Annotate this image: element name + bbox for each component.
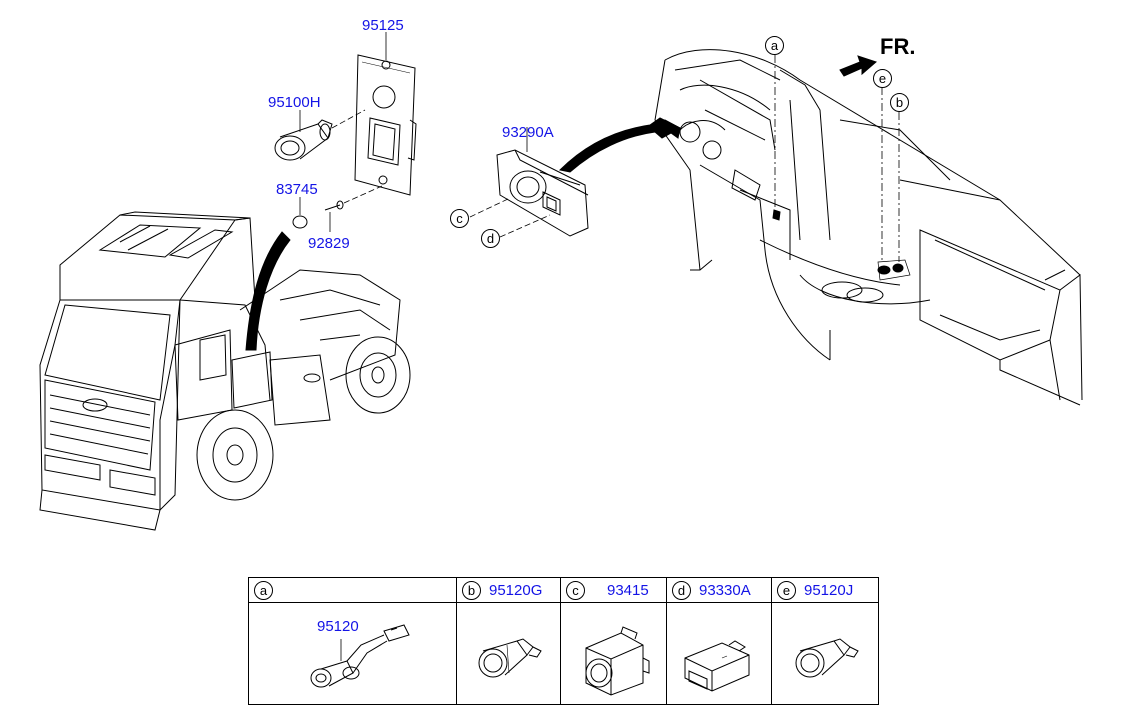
part-number-83745: 83745 <box>276 181 318 198</box>
part-number-95125: 95125 <box>362 17 404 34</box>
legend-header-e: e 95120J <box>771 577 879 603</box>
legend-detail-a: 95120 <box>248 602 457 705</box>
legend-detail-b <box>456 602 561 705</box>
legend-part-number-c: 93415 <box>607 581 649 599</box>
legend-detail-part-number-a: 95120 <box>317 618 359 635</box>
legend-callout-d: d <box>672 580 691 600</box>
legend-header-a: a <box>248 577 457 603</box>
cigar-lighter-95100h-drawing <box>274 109 366 161</box>
callout-d: d <box>481 229 500 248</box>
socket-95120g-drawing <box>478 638 542 678</box>
legend-header-b: b 95120G <box>456 577 561 603</box>
legend-table: a b 95120G c 93415 d 93330A e 95120J 95120 <box>248 577 879 705</box>
front-direction-label: FR. <box>880 34 916 59</box>
socket-95120j-drawing <box>795 638 859 678</box>
part-number-93290a: 93290A <box>502 124 554 141</box>
switch-93330a-drawing <box>684 640 750 692</box>
legend-part-number-e: 95120J <box>804 581 854 599</box>
legend-callout-e: e <box>777 580 796 600</box>
callout-a: a <box>765 36 784 55</box>
legend-header-row: a b 95120G c 93415 d 93330A e 95120J <box>248 577 879 603</box>
cap-83745-drawing <box>292 197 308 229</box>
legend-header-d: d 93330A <box>666 577 772 603</box>
legend-part-number-b: 95120G <box>489 581 543 599</box>
dashboard-illustration <box>654 49 1083 406</box>
legend-detail-e <box>771 602 879 705</box>
legend-header-c: c 93415 <box>560 577 667 603</box>
callout-e: e <box>873 69 892 88</box>
legend-part-number-d: 93330A <box>699 581 751 599</box>
part-number-95100h: 95100H <box>268 94 321 111</box>
legend-detail-d <box>666 602 772 705</box>
screw-92829-drawing <box>324 185 383 232</box>
legend-callout-b: b <box>462 580 481 600</box>
switch-panel-93290a-drawing <box>469 127 589 238</box>
truck-illustration <box>39 211 411 531</box>
legend-detail-c <box>560 602 667 705</box>
callout-c: c <box>450 209 469 228</box>
part-number-92829: 92829 <box>308 235 350 252</box>
callout-b: b <box>890 93 909 112</box>
legend-detail-row: 95120 <box>248 602 879 705</box>
cover-plate-95125-drawing <box>354 32 417 196</box>
wiring-harness-drawing <box>310 624 410 688</box>
legend-callout-c: c <box>566 580 585 600</box>
location-arrow-cab <box>245 231 291 351</box>
ignition-93415-drawing <box>585 626 650 696</box>
legend-callout-a: a <box>254 580 273 600</box>
